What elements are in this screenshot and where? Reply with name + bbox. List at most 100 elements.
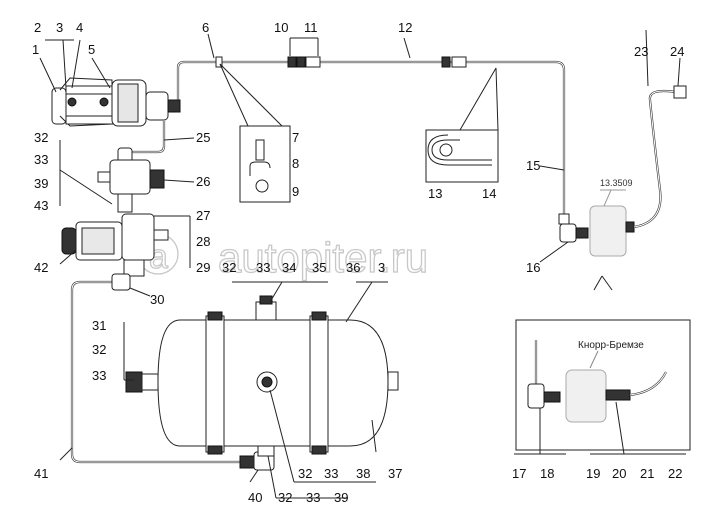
tee-26 [97,159,165,213]
elbow-16 [559,223,577,243]
callout-39a: 39 [34,176,48,191]
callout-21: 21 [640,466,654,481]
knorr-detail: Кнорр-Бремзе [515,275,691,451]
callout-26: 26 [196,174,210,189]
callout-32d: 32 [298,466,312,481]
callout-35: 35 [312,260,326,275]
callout-4: 4 [76,20,83,35]
callout-11: 11 [304,20,318,35]
callout-40: 40 [248,490,262,505]
callout-33c: 33 [92,368,106,383]
callout-42: 42 [34,260,48,275]
callout-5: 5 [88,42,95,57]
valve-27 [121,213,155,261]
rod-3 [65,85,115,95]
receiver-body [589,205,627,257]
callout-20: 20 [612,466,626,481]
callout-28: 28 [196,234,210,249]
detail-box-7-9 [219,63,291,203]
callout-29: 29 [196,260,210,275]
callout-15: 15 [526,158,540,173]
callout-19: 19 [586,466,600,481]
callout-6: 6 [202,20,209,35]
elbow-30 [111,273,131,291]
hose-end-24 [673,85,687,99]
callout-8: 8 [292,156,299,171]
receiver-outlet [625,221,635,233]
callout-33e: 33 [306,490,320,505]
callout-34: 34 [282,260,296,275]
tee-side [97,171,111,183]
nut-10b [296,56,306,68]
fitting-12 [451,56,467,68]
pressure-regulator [51,77,181,127]
callout-30: 30 [150,292,164,307]
fitting-15 [558,213,570,225]
valve-outlet [167,99,181,113]
tee-outlet-26 [149,169,165,189]
callout-32c: 32 [92,342,106,357]
valve-42 [61,213,169,277]
leader-lines [39,29,686,499]
callout-36: 36 [346,260,360,275]
callout-33a: 33 [34,152,48,167]
tee-lower [117,193,133,213]
main-pipe [176,56,589,243]
callout-39b: 39 [334,490,348,505]
watermark-text: autopiter.ru [218,234,428,281]
callout-32a: 32 [34,130,48,145]
callout-17: 17 [512,466,526,481]
detail-box-13-14 [425,67,499,183]
elbow-16-nut [575,227,589,239]
pipe-25 [117,120,166,163]
callout-24: 24 [670,44,684,59]
valve-head [145,91,169,121]
knorr-label: Кнорр-Бремзе [578,340,644,351]
valve-28-pin [153,229,169,241]
callout-23: 23 [634,44,648,59]
watermark: a autopiter.ru [137,233,429,282]
callout-22: 22 [668,466,682,481]
tank-strap-left [205,315,225,453]
callout-37: 37 [388,466,402,481]
callout-2: 2 [34,20,41,35]
callout-32e: 32 [278,490,292,505]
tank-top-fitting [255,301,277,321]
callout-9: 9 [292,184,299,199]
callout-10: 10 [274,20,288,35]
callout-16: 16 [526,260,540,275]
callout-labels: 2 3 4 1 5 6 10 11 12 23 24 7 8 9 13 14 1… [32,20,684,505]
hose-fitting-11 [305,56,321,68]
coupling-6 [215,56,223,68]
callout-41: 41 [34,466,48,481]
tank-strap-right [309,315,329,453]
callout-32b: 32 [222,260,236,275]
callout-27: 27 [196,208,210,223]
air-tank [125,295,399,457]
tee-body [109,159,151,195]
callout-14: 14 [482,186,496,201]
callout-12: 12 [398,20,412,35]
callout-38: 38 [356,466,370,481]
callout-3: 3 [56,20,63,35]
callout-13: 13 [428,186,442,201]
bracket-1 [51,87,67,125]
callout-33d: 33 [324,466,338,481]
valve-cap-42 [61,227,77,255]
callout-7: 7 [292,130,299,145]
tank-left-plug [125,371,143,393]
receiver-unit: 13.3509 [589,85,687,257]
callout-25: 25 [196,130,210,145]
callout-31: 31 [92,318,106,333]
callout-3b: 3 [378,260,385,275]
callout-33b: 33 [256,260,270,275]
nut-12 [441,56,451,68]
valve-29-base [123,259,145,277]
nut-10 [287,56,297,68]
nut-40 [239,455,255,469]
tank-right-plug [387,371,399,391]
callout-43: 43 [34,198,48,213]
part-code: 13.3509 [600,178,633,188]
